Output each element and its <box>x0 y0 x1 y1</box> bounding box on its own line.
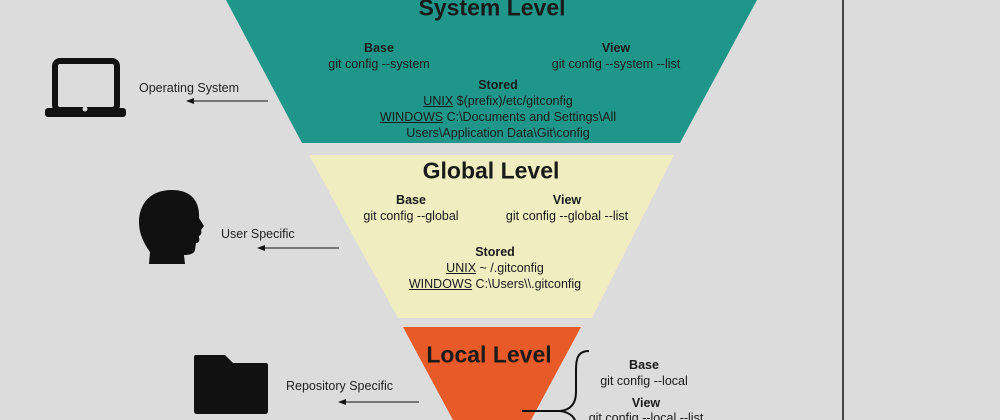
global-windows-label: WINDOWS <box>408 277 473 291</box>
system-view-label: View <box>601 41 631 55</box>
local-side-label: Repository Specific <box>286 379 393 393</box>
local-brace-lower <box>559 410 576 420</box>
local-curly-brace <box>522 350 590 412</box>
system-stored-label: Stored <box>478 78 518 92</box>
laptop-icon <box>45 58 126 117</box>
local-base-label: Base <box>629 358 659 372</box>
system-view-command: git config --system --list <box>551 57 681 71</box>
system-unix-label: UNIX <box>423 94 454 108</box>
system-level-title: System Level <box>418 0 566 21</box>
system-arrow <box>186 98 268 104</box>
global-side-label: User Specific <box>221 227 295 241</box>
local-base-command: git config --local <box>600 374 688 388</box>
global-level-tier <box>309 155 674 318</box>
global-base-label: Base <box>396 193 426 207</box>
system-unix-line: UNIX $(prefix)/etc/gitconfig <box>423 94 572 108</box>
global-windows-line: WINDOWS C:\Users\\.gitconfig <box>409 277 581 291</box>
system-windows-path-2: Users\Application Data\Git\config <box>406 126 590 140</box>
global-windows-path: C:\Users\\.gitconfig <box>475 277 582 291</box>
system-unix-path: $(prefix)/etc/gitconfig <box>456 94 573 108</box>
local-level-tier <box>403 327 581 420</box>
system-windows-line: WINDOWS C:\Documents and Settings\All <box>380 110 616 124</box>
folder-icon <box>194 355 268 414</box>
global-stored-label: Stored <box>475 245 515 259</box>
system-base-label: Base <box>364 41 394 55</box>
local-arrow <box>338 399 419 405</box>
global-view-command: git config --global --list <box>505 209 629 223</box>
global-unix-path: ~ /.gitconfig <box>479 261 544 275</box>
local-level-title: Local Level <box>426 341 552 368</box>
system-side-label: Operating System <box>139 81 240 95</box>
system-base-command: git config --system <box>328 57 430 71</box>
global-level-title: Global Level <box>422 157 560 184</box>
head-icon <box>139 190 204 264</box>
system-windows-label: WINDOWS <box>379 110 444 124</box>
local-view-command: git config --local --list <box>588 411 704 420</box>
global-view-label: View <box>552 193 582 207</box>
global-unix-line: UNIX ~ /.gitconfig <box>446 261 544 275</box>
global-base-command: git config --global <box>363 209 459 223</box>
system-level-tier <box>226 0 757 143</box>
system-windows-path-1: C:\Documents and Settings\All <box>446 110 617 124</box>
local-view-label: View <box>631 396 661 410</box>
global-unix-label: UNIX <box>446 261 477 275</box>
global-arrow <box>257 245 339 251</box>
